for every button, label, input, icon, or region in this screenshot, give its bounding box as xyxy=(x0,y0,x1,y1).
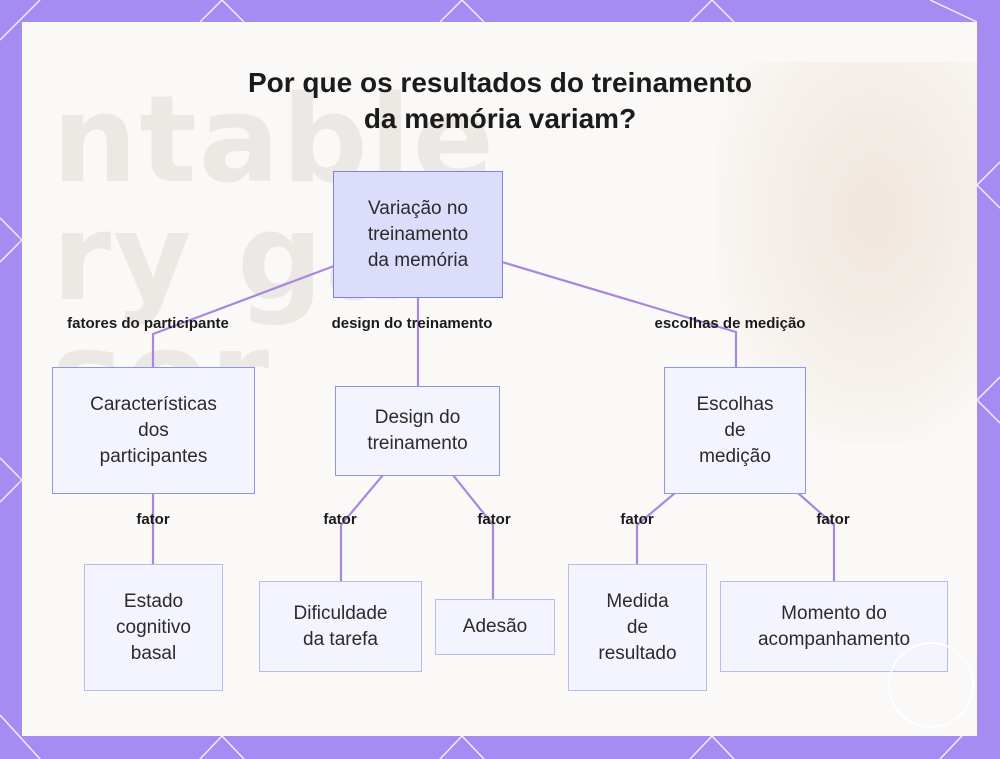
node-outcome: Medida de resultado xyxy=(568,564,707,691)
edge-label-factor-adherence: fator xyxy=(477,511,511,528)
edge-label-factor-followup: fator xyxy=(816,511,850,528)
edge-label-participant-factors: fatores do participante xyxy=(67,315,229,332)
edge-design-difficulty xyxy=(339,474,384,582)
node-baseline: Estado cognitivo basal xyxy=(84,564,223,691)
node-followup: Momento do acompanhamento xyxy=(720,581,948,672)
node-design: Design do treinamento xyxy=(335,386,500,476)
edge-label-factor-baseline: fator xyxy=(136,511,170,528)
edge-measurement-outcome xyxy=(635,492,676,564)
edge-design-adherence xyxy=(452,474,495,600)
node-participants: Características dos participantes xyxy=(52,367,255,494)
edge-label-factor-difficulty: fator xyxy=(323,511,357,528)
edge-root-participants xyxy=(151,264,335,368)
diagram-title-line1: Por que os resultados do treinamento xyxy=(247,67,753,98)
node-measurement: Escolhas de medição xyxy=(664,367,806,494)
edge-root-measurement xyxy=(501,260,738,368)
edge-label-training-design: design do treinamento xyxy=(331,315,493,332)
node-adherence: Adesão xyxy=(435,599,555,655)
edge-measurement-followup xyxy=(797,492,836,582)
watermark-seal xyxy=(888,642,974,728)
diagram-title-line2: da memória variam? xyxy=(363,103,637,134)
node-difficulty: Dificuldade da tarefa xyxy=(259,581,422,672)
edge-label-factor-outcome: fator xyxy=(620,511,654,528)
edge-label-measurement-choices: escolhas de medição xyxy=(654,315,806,332)
node-root: Variação no treinamento da memória xyxy=(333,171,503,298)
